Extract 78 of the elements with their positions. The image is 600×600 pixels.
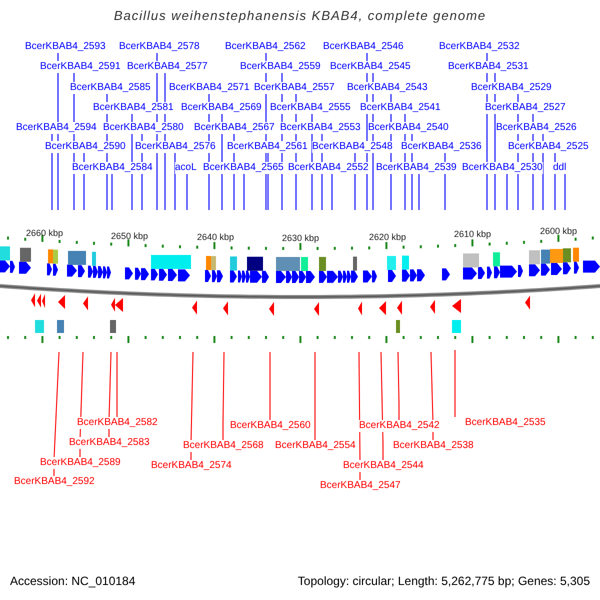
gene-label: BcerKBAB4_2557 — [254, 82, 335, 94]
gene-label: BcerKBAB4_2560 — [230, 420, 311, 432]
leader-line — [190, 352, 194, 460]
gene-label: BcerKBAB4_2585 — [70, 82, 151, 94]
gene-label: BcerKBAB4_2574 — [151, 460, 232, 472]
leader-line — [398, 352, 400, 420]
gene-label: ddl — [553, 162, 566, 174]
gene-label: BcerKBAB4_2589 — [40, 457, 121, 469]
gene-label: BcerKBAB4_2576 — [135, 141, 216, 153]
leader-line — [418, 174, 420, 210]
gene-label: BcerKBAB4_2544 — [343, 460, 424, 472]
leader-line — [174, 152, 176, 210]
gene-label: BcerKBAB4_2583 — [69, 437, 150, 449]
gene-label: BcerKBAB4_2567 — [194, 122, 275, 134]
leader-line — [108, 352, 112, 438]
footer-text: Accession: NC_010184 — [10, 575, 136, 587]
diagram-title: Bacillus weihenstephanensis KBAB4, complete genome — [112, 10, 488, 22]
leader-line — [186, 174, 188, 210]
gene-label: BcerKBAB4_2559 — [240, 61, 321, 73]
leader-line — [380, 352, 384, 460]
leader-line — [116, 352, 118, 418]
gene-label: BcerKBAB4_2535 — [465, 417, 546, 429]
gene-label: BcerKBAB4_2577 — [127, 61, 208, 73]
leader-line — [54, 352, 60, 476]
footer-text: Topology: circular; Length: 5,262,775 bp; Genes: 5,305 — [298, 575, 590, 587]
gene-label: BcerKBAB4_2540 — [368, 122, 449, 134]
position-tick-label: 2660 kbp — [26, 227, 64, 239]
gene-label: BcerKBAB4_2590 — [45, 141, 126, 153]
gene-label: BcerKBAB4_2526 — [496, 122, 577, 134]
gene-label: BcerKBAB4_2530 — [462, 162, 543, 174]
leader-line — [314, 352, 316, 440]
gene-label: BcerKBAB4_2593 — [25, 41, 106, 53]
gene-label: BcerKBAB4_2565 — [203, 162, 284, 174]
position-tick-label: 2630 kbp — [282, 232, 320, 244]
gene-label: BcerKBAB4_2555 — [270, 102, 351, 114]
gene-label: BcerKBAB4_2553 — [280, 122, 361, 134]
gene-label: BcerKBAB4_2571 — [169, 82, 250, 94]
leader-line — [564, 174, 566, 210]
gene-label: BcerKBAB4_2584 — [72, 162, 153, 174]
gene-label: BcerKBAB4_2542 — [359, 420, 440, 432]
gene-label: BcerKBAB4_2527 — [485, 102, 566, 114]
gene-label: BcerKBAB4_2546 — [323, 41, 404, 53]
position-tick-label: 2610 kbp — [454, 228, 492, 240]
gene-label: BcerKBAB4_2580 — [103, 122, 184, 134]
gene-label: BcerKBAB4_2592 — [14, 476, 95, 488]
gene-label: BcerKBAB4_2525 — [508, 141, 589, 153]
gene-label: BcerKBAB4_2539 — [376, 162, 457, 174]
gene-label: BcerKBAB4_2591 — [40, 61, 121, 73]
gene-label: BcerKBAB4_2554 — [275, 440, 356, 452]
position-tick-label: 2620 kbp — [369, 231, 406, 243]
leader-line — [454, 350, 456, 418]
gene-label: BcerKBAB4_2548 — [312, 141, 393, 153]
gene-label: BcerKBAB4_2569 — [181, 102, 262, 114]
gene-label: BcerKBAB4_2543 — [347, 82, 428, 94]
gene-label: BcerKBAB4_2541 — [360, 102, 441, 114]
gene-label: BcerKBAB4_2529 — [471, 82, 552, 94]
gene-label: BcerKBAB4_2545 — [330, 61, 411, 73]
gene-label: BcerKBAB4_2538 — [393, 440, 474, 452]
position-tick-label: 2640 kbp — [197, 231, 234, 243]
gene-label: BcerKBAB4_2581 — [93, 102, 174, 114]
gene-label: BcerKBAB4_2547 — [320, 480, 401, 492]
leader-line — [430, 352, 434, 440]
gene-label: BcerKBAB4_2562 — [225, 41, 306, 53]
gene-label: BcerKBAB4_2582 — [77, 417, 158, 429]
gene-label: BcerKBAB4_2532 — [439, 41, 520, 53]
gene-label: BcerKBAB4_2578 — [119, 41, 200, 53]
position-tick-label: 2600 kbp — [540, 225, 578, 237]
gene-label: BcerKBAB4_2531 — [448, 61, 529, 73]
leader-line — [222, 352, 224, 440]
gene-label: acoL — [175, 162, 197, 174]
gene-label: BcerKBAB4_2594 — [16, 122, 97, 134]
leader-line — [554, 152, 556, 210]
position-tick-label: 2650 kbp — [111, 230, 148, 242]
gene-label: BcerKBAB4_2552 — [288, 162, 369, 174]
gene-label: BcerKBAB4_2561 — [227, 141, 308, 153]
gene-label: BcerKBAB4_2536 — [401, 141, 482, 153]
gene-label: BcerKBAB4_2568 — [183, 440, 264, 452]
leader-line — [506, 174, 508, 210]
